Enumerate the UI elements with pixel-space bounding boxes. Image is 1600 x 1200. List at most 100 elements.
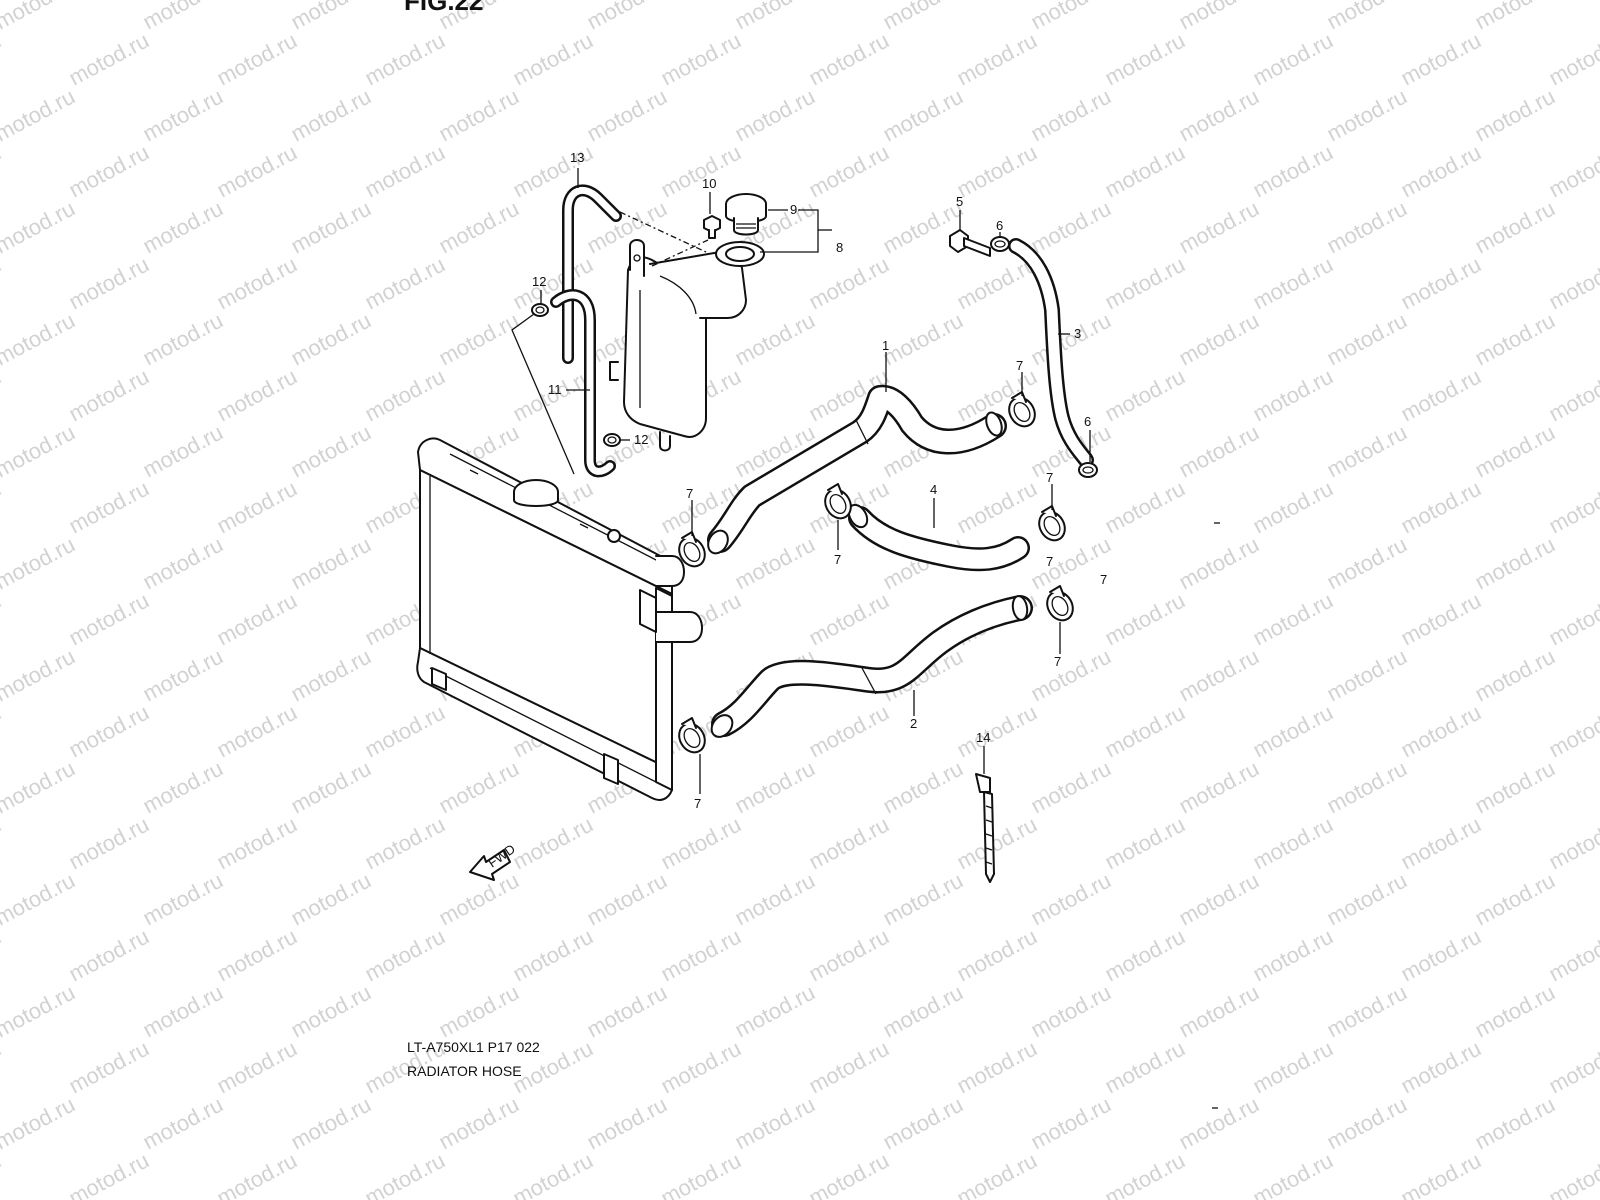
watermark-text: motod.ru bbox=[1471, 196, 1559, 259]
watermark-text: motod.ru bbox=[731, 980, 819, 1043]
watermark-text: motod.ru bbox=[287, 644, 375, 707]
callout-8: 8 bbox=[836, 240, 843, 255]
watermark-text: motod.ru bbox=[1175, 532, 1263, 595]
hoses bbox=[550, 184, 1094, 738]
watermark-text: motod.ru bbox=[0, 1092, 79, 1155]
watermark-text: motod.ru bbox=[1249, 364, 1337, 427]
watermark-text: motod.ru bbox=[1175, 420, 1263, 483]
watermark-text: motod.ru bbox=[213, 476, 301, 539]
watermark-text: motod.ru bbox=[435, 868, 523, 931]
watermark-text: motod.ru bbox=[0, 28, 5, 91]
watermark-text: motod.ru bbox=[1471, 84, 1559, 147]
watermark-text: motod.ru bbox=[583, 84, 671, 147]
watermark-text: motod.ru bbox=[213, 924, 301, 987]
watermark-text: motod.ru bbox=[361, 28, 449, 91]
callout-7-b: 7 bbox=[686, 486, 693, 501]
watermark-text: motod.ru bbox=[1249, 140, 1337, 203]
watermark-text: motod.ru bbox=[1323, 308, 1411, 371]
watermark-text: motod.ru bbox=[953, 28, 1041, 91]
watermark-text: motod.ru bbox=[287, 868, 375, 931]
watermark-text: motod.ru bbox=[509, 1148, 597, 1200]
watermark-text: motod.ru bbox=[1323, 1092, 1411, 1155]
watermark-text: motod.ru bbox=[287, 196, 375, 259]
watermark-text: motod.ru bbox=[361, 252, 449, 315]
watermark-text: motod.ru bbox=[0, 308, 79, 371]
watermark-text: motod.ru bbox=[435, 1092, 523, 1155]
callout-9: 9 bbox=[790, 202, 797, 217]
watermark-text: motod.ru bbox=[1471, 644, 1559, 707]
watermark-text: motod.ru bbox=[1323, 420, 1411, 483]
callout-11: 11 bbox=[548, 382, 562, 397]
watermark-text: motod.ru bbox=[1471, 420, 1559, 483]
callout-6-lower: 6 bbox=[1084, 414, 1091, 429]
watermark-text: motod.ru bbox=[0, 420, 79, 483]
callout-6-upper: 6 bbox=[996, 218, 1003, 233]
watermark-text: motod.ru bbox=[1397, 476, 1485, 539]
watermark-text: motod.ru bbox=[1101, 476, 1189, 539]
callout-7-h: 7 bbox=[1100, 572, 1107, 587]
clamp-12-upper bbox=[531, 303, 549, 317]
clamp-7-e bbox=[1046, 585, 1074, 622]
watermark-text: motod.ru bbox=[1027, 756, 1115, 819]
watermark-text: motod.ru bbox=[1471, 980, 1559, 1043]
watermark-text: motod.ru bbox=[1545, 924, 1600, 987]
watermark-text: motod.ru bbox=[1323, 756, 1411, 819]
watermark-text: motod.ru bbox=[1545, 252, 1600, 315]
watermark-text: motod.ru bbox=[65, 140, 153, 203]
watermark-text: motod.ru bbox=[0, 1148, 5, 1200]
watermark-text: motod.ru bbox=[1175, 756, 1263, 819]
watermark-text: motod.ru bbox=[0, 980, 79, 1043]
watermark-text: motod.ru bbox=[1027, 1092, 1115, 1155]
watermark-text: motod.ru bbox=[361, 364, 449, 427]
watermark-text: motod.ru bbox=[139, 532, 227, 595]
cable-tie-14 bbox=[975, 773, 995, 883]
watermark-text: motod.ru bbox=[1027, 308, 1115, 371]
watermark-text: motod.ru bbox=[879, 0, 967, 34]
callout-13: 13 bbox=[570, 150, 584, 165]
watermark-text: motod.ru bbox=[65, 1036, 153, 1099]
watermark-text: motod.ru bbox=[1471, 0, 1559, 34]
watermark-text: motod.ru bbox=[1101, 1148, 1189, 1200]
watermark-text: motod.ru bbox=[1323, 532, 1411, 595]
reservoir-cap bbox=[725, 193, 767, 236]
watermark-text: motod.ru bbox=[65, 1148, 153, 1200]
watermark-text: motod.ru bbox=[1249, 1148, 1337, 1200]
watermark-text: motod.ru bbox=[139, 644, 227, 707]
watermark-text: motod.ru bbox=[1101, 588, 1189, 651]
watermark-text: motod.ru bbox=[0, 364, 5, 427]
watermark-text: motod.ru bbox=[139, 308, 227, 371]
watermark-text: motod.ru bbox=[953, 1036, 1041, 1099]
watermark-text: motod.ru bbox=[1471, 756, 1559, 819]
watermark-text: motod.ru bbox=[0, 588, 5, 651]
watermark-text: motod.ru bbox=[139, 1092, 227, 1155]
watermark-text: motod.ru bbox=[1175, 1092, 1263, 1155]
watermark-text: motod.ru bbox=[213, 28, 301, 91]
watermark-text: motod.ru bbox=[1175, 868, 1263, 931]
watermark-text: motod.ru bbox=[213, 252, 301, 315]
watermark-text: motod.ru bbox=[805, 28, 893, 91]
clamp-6-upper bbox=[990, 236, 1010, 252]
watermark-text: motod.ru bbox=[805, 140, 893, 203]
callout-7-g: 7 bbox=[694, 796, 701, 811]
watermark-text: motod.ru bbox=[65, 252, 153, 315]
watermark-text: motod.ru bbox=[1323, 196, 1411, 259]
watermark-text: motod.ru bbox=[287, 84, 375, 147]
clamp-7-c bbox=[824, 483, 852, 520]
watermark-text: motod.ru bbox=[287, 532, 375, 595]
watermark-text: motod.ru bbox=[435, 308, 523, 371]
clamp-6-lower bbox=[1078, 462, 1098, 478]
watermark-text: motod.ru bbox=[1397, 1148, 1485, 1200]
figure-number: FIG.22 bbox=[404, 0, 483, 16]
watermark-text: motod.ru bbox=[139, 756, 227, 819]
watermark-text: motod.ru bbox=[805, 924, 893, 987]
watermark-text: motod.ru bbox=[0, 644, 79, 707]
watermark-text: motod.ru bbox=[1101, 364, 1189, 427]
watermark-text: motod.ru bbox=[805, 1036, 893, 1099]
watermark-text: motod.ru bbox=[731, 756, 819, 819]
watermark-text: motod.ru bbox=[1545, 140, 1600, 203]
clamp-12-lower bbox=[603, 433, 621, 447]
watermark-text: motod.ru bbox=[1249, 252, 1337, 315]
callout-7-a: 7 bbox=[1016, 358, 1023, 373]
watermark-text: motod.ru bbox=[213, 812, 301, 875]
watermark-text: motod.ru bbox=[213, 588, 301, 651]
